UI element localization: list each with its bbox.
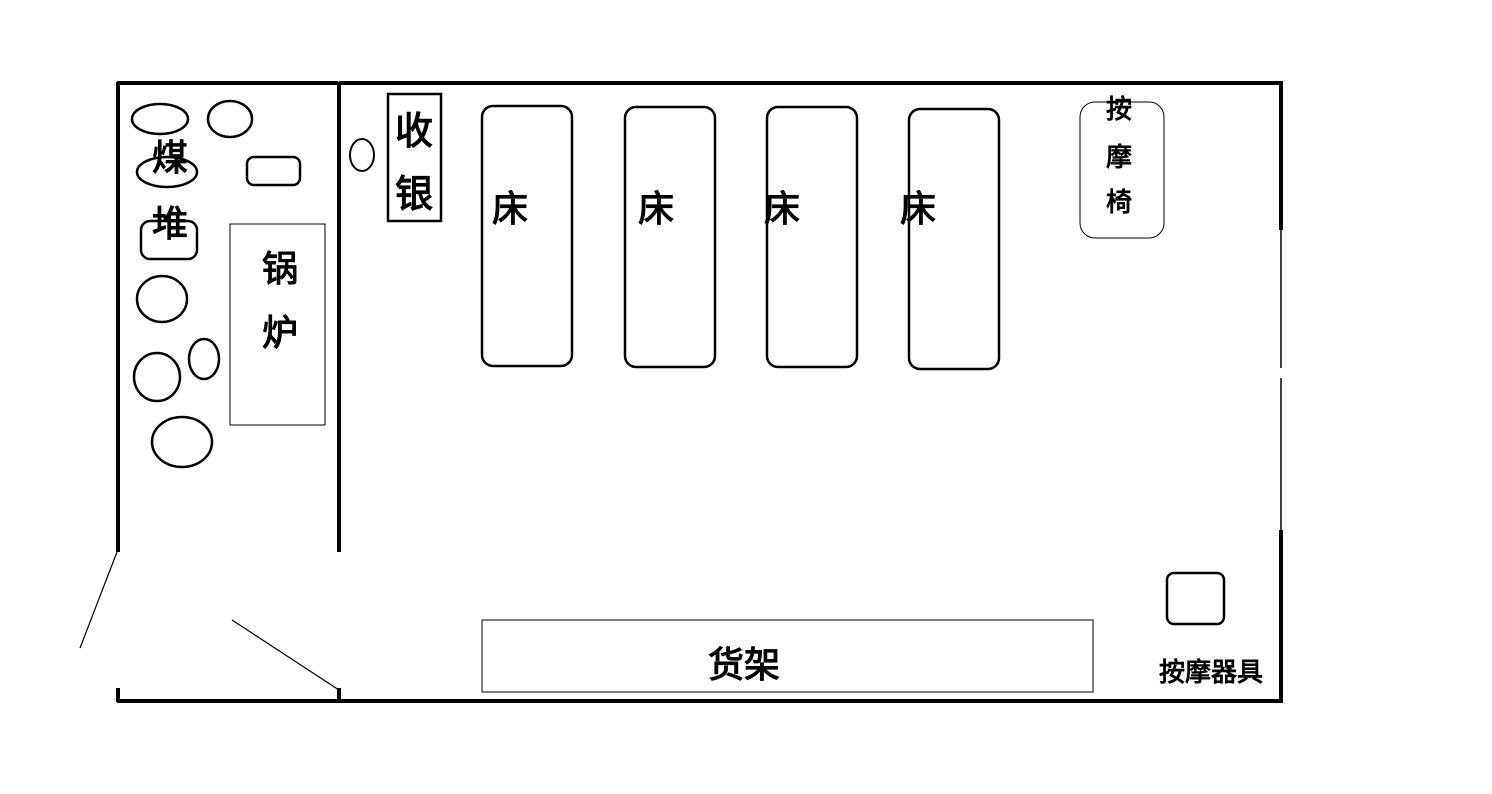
coal-lump [139, 219, 199, 261]
bed-2 [623, 105, 717, 369]
boiler-label: 炉 [262, 313, 298, 354]
bed-label: 床 [764, 189, 800, 230]
small-fixture [349, 138, 375, 172]
cashier-label: 收 [395, 109, 433, 153]
coal-pile [130, 99, 302, 469]
massage-chair-label: 按 [1106, 94, 1132, 125]
entrance-door-right [231, 619, 340, 691]
beds [480, 104, 1001, 371]
coal-lump [135, 155, 199, 189]
massage-chair [1079, 101, 1165, 239]
coal-lump [150, 415, 214, 469]
cashier-label: 银 [395, 172, 433, 216]
bed-4 [907, 107, 1001, 371]
massage-chair-label: 椅 [1106, 188, 1132, 218]
coal-lump [206, 99, 254, 139]
shelf-label: 货架 [708, 645, 780, 686]
coal-lump [187, 337, 221, 381]
coal-lump [130, 102, 190, 136]
boiler [229, 223, 326, 426]
bed-3 [765, 105, 859, 369]
coal-pile-label: 煤 [152, 138, 188, 179]
coal-lump [245, 155, 302, 187]
main-room-walls [117, 81, 1283, 703]
massage-equipment-label: 按摩器具 [1159, 657, 1263, 688]
boiler-label: 锅 [262, 249, 298, 290]
massage-chair-label: 摩 [1106, 142, 1132, 173]
boiler-room-walls [116, 81, 338, 702]
cashier-desk [386, 92, 443, 223]
coal-lump [135, 274, 189, 324]
coal-pile-label: 堆 [152, 204, 188, 245]
bed-label: 床 [900, 189, 936, 230]
bed-label: 床 [492, 189, 528, 230]
coal-lump [132, 351, 182, 403]
bed-label: 床 [638, 189, 674, 230]
entrance-door-left [79, 551, 118, 649]
massage-equipment-box [1165, 571, 1226, 626]
shelf [481, 619, 1094, 693]
bed-1 [480, 104, 574, 368]
